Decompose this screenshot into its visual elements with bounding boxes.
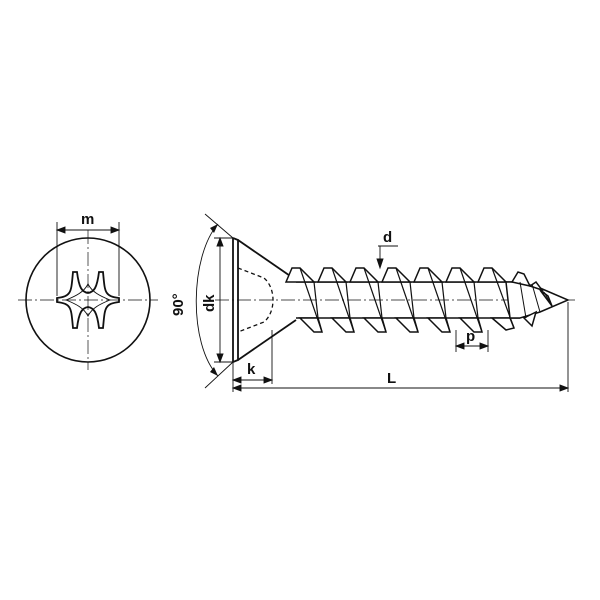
dk-dimension [214, 236, 233, 364]
diameter-label: d [383, 229, 392, 246]
phillips-recess-inner [64, 282, 112, 318]
pitch-dimension [454, 330, 490, 352]
diameter-leader [376, 245, 398, 270]
screw-tip [505, 271, 570, 328]
head-top-view [18, 230, 158, 370]
angle-dimension [195, 213, 234, 389]
tip-flank-lines [519, 281, 553, 319]
angle-arrows [210, 224, 218, 376]
dk-label: dk [201, 294, 218, 312]
k-dimension [231, 330, 274, 392]
hidden-recess-outline [237, 267, 274, 333]
m-dimension [55, 222, 121, 296]
angle-label: 90° [170, 293, 187, 316]
phillips-recess [56, 271, 120, 329]
length-dimension [231, 302, 570, 392]
countersunk-head [232, 237, 297, 363]
k-label: k [247, 361, 256, 378]
m-label: m [81, 211, 94, 228]
pitch-label: p [466, 328, 475, 345]
length-label: L [387, 370, 396, 387]
